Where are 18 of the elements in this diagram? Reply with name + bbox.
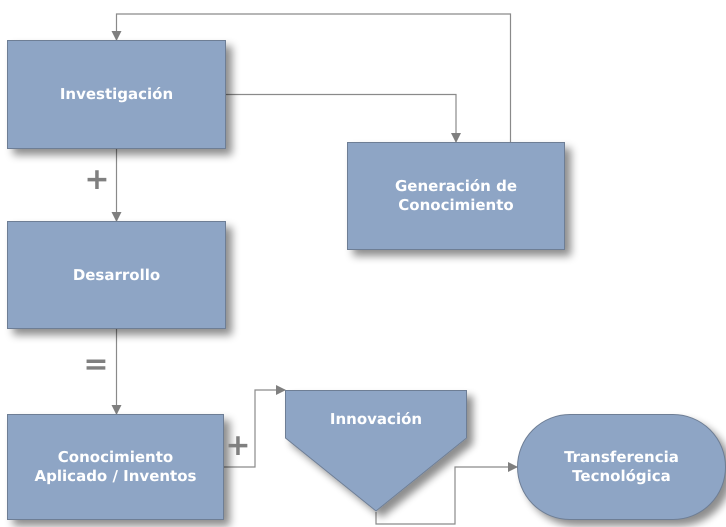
terminal-shape <box>517 414 726 520</box>
connector-arrow <box>112 329 122 415</box>
process-box <box>7 40 226 149</box>
node-label: Conocimiento Aplicado / Inventos <box>34 448 198 486</box>
process-box <box>7 414 224 520</box>
node-label: Investigación <box>60 85 174 104</box>
connector-arrow <box>375 462 518 525</box>
connector-arrow <box>112 149 122 222</box>
node-label: Desarrollo <box>72 266 160 284</box>
edge-label: = <box>83 350 109 380</box>
connector-arrow <box>112 13 512 142</box>
node-label: Transferencia Tecnológica <box>563 448 680 486</box>
edge-label: + <box>84 165 110 195</box>
connector-arrow <box>226 94 461 143</box>
process-box <box>7 221 226 329</box>
process-box <box>347 142 565 250</box>
node-label: Generación de Conocimiento <box>394 177 518 215</box>
node-label: Innovación <box>330 410 422 429</box>
